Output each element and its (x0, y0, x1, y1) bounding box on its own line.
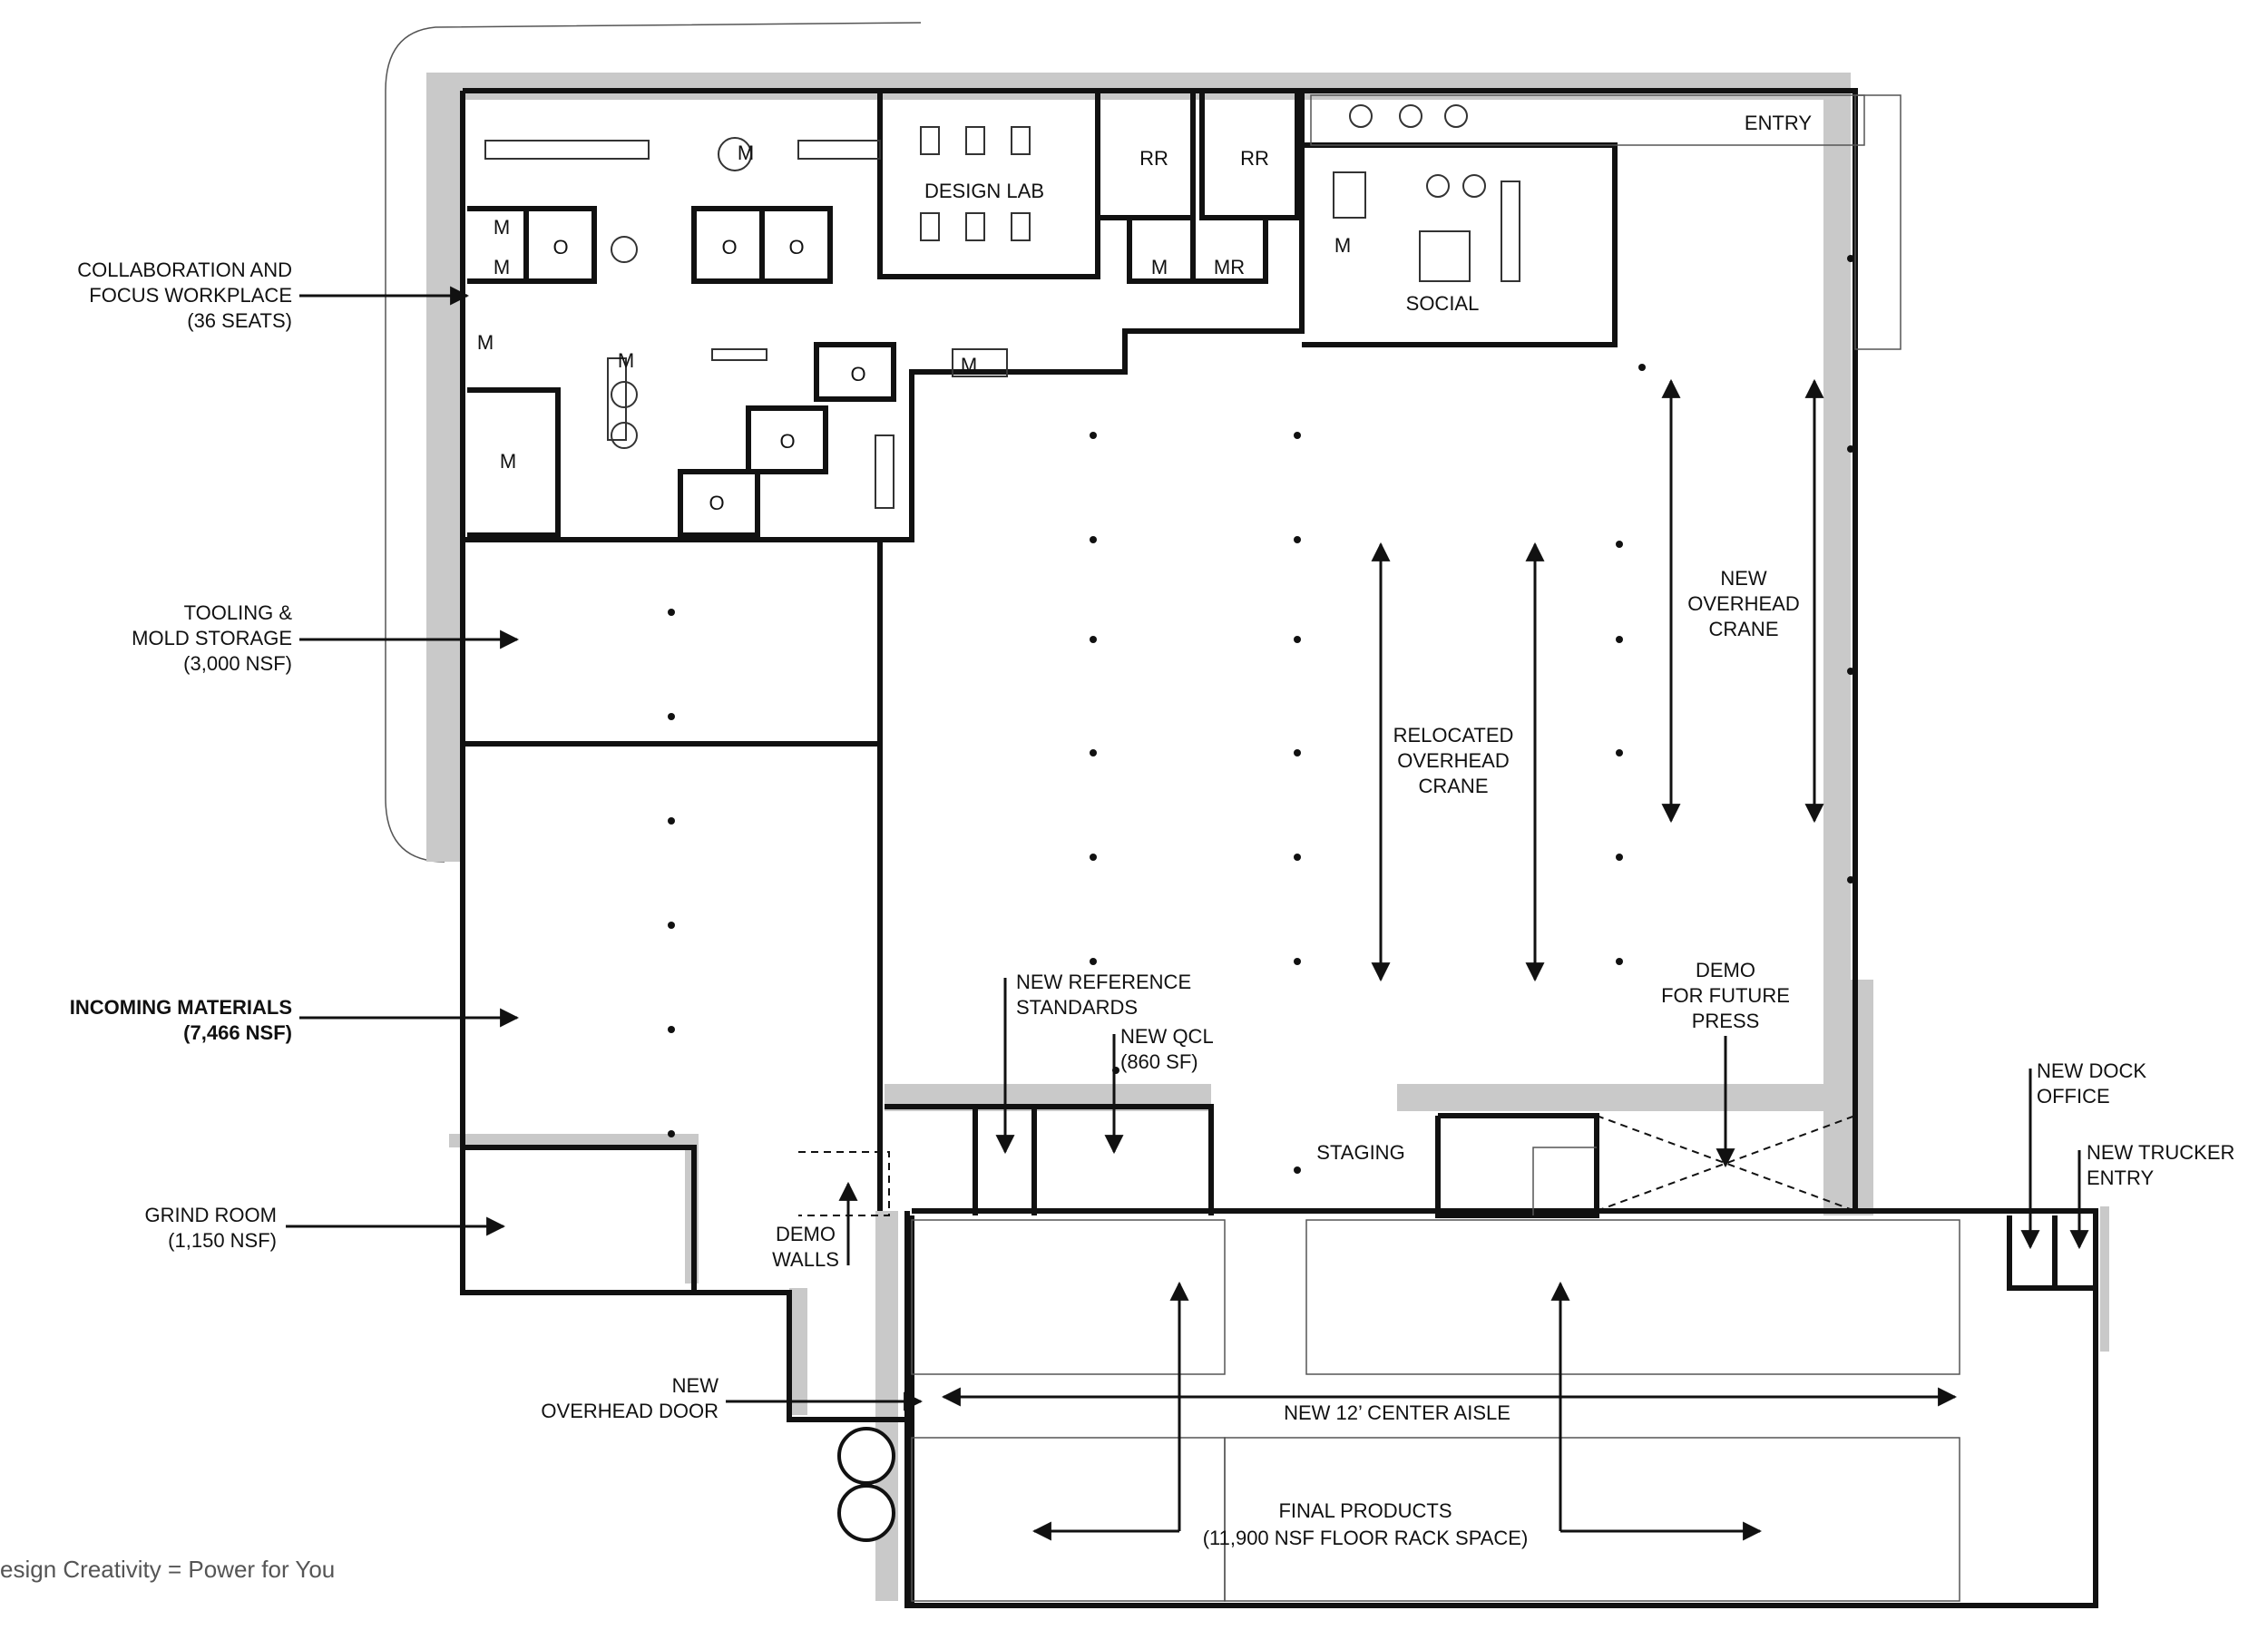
room-m-5: M (477, 331, 494, 354)
room-mr: MR (1214, 256, 1245, 278)
label-incoming-1: INCOMING MATERIALS (70, 996, 292, 1019)
furniture (484, 104, 1520, 509)
label-new-overhead-door-2: OVERHEAD DOOR (541, 1400, 719, 1422)
callout-labels: COLLABORATION AND FOCUS WORKPLACE (36 SE… (70, 259, 2235, 1549)
label-collab-2: FOCUS WORKPLACE (89, 284, 292, 307)
room-o-1: O (552, 236, 568, 259)
label-relocated-crane-2: OVERHEAD (1397, 749, 1509, 772)
label-demo-walls-1: DEMO (776, 1223, 836, 1245)
label-grind-1: GRIND ROOM (145, 1204, 277, 1226)
label-demo-walls-2: WALLS (772, 1248, 839, 1271)
room-entry: ENTRY (1745, 112, 1812, 134)
label-new-reference-2: STANDARDS (1016, 996, 1138, 1019)
label-incoming-2: (7,466 NSF) (183, 1021, 292, 1044)
room-labels: DESIGN LAB RR RR M MR M M O O O M M M M … (477, 112, 1813, 1164)
room-social: SOCIAL (1406, 292, 1480, 315)
label-collab-3: (36 SEATS) (187, 309, 292, 332)
label-dock-office-2: OFFICE (2037, 1085, 2110, 1108)
label-final-products-2: (11,900 NSF FLOOR RACK SPACE) (1203, 1527, 1529, 1549)
label-tooling-2: MOLD STORAGE (132, 627, 292, 649)
label-center-aisle: NEW 12’ CENTER AISLE (1284, 1401, 1510, 1424)
room-o-5: O (779, 430, 795, 453)
label-new-crane-3: CRANE (1708, 618, 1778, 640)
label-final-products-1: FINAL PRODUCTS (1278, 1499, 1452, 1522)
label-demo-press-2: FOR FUTURE (1661, 984, 1790, 1007)
room-o-4: O (850, 363, 865, 386)
label-relocated-crane-1: RELOCATED (1393, 724, 1514, 747)
label-demo-press-3: PRESS (1692, 1010, 1760, 1032)
label-trucker-entry-2: ENTRY (2087, 1166, 2154, 1189)
building-shadows (426, 73, 2109, 1601)
label-new-overhead-door-1: NEW (672, 1374, 719, 1397)
label-tooling-1: TOOLING & (184, 601, 293, 624)
room-m-2: M (494, 216, 510, 239)
room-m-8: M (961, 354, 977, 376)
label-new-crane-2: OVERHEAD (1687, 592, 1799, 615)
tagline: esign Creativity = Power for You (0, 1556, 336, 1583)
room-o-2: O (721, 236, 737, 259)
label-relocated-crane-3: CRANE (1418, 775, 1488, 797)
room-m-6: M (618, 349, 634, 372)
label-dock-office-1: NEW DOCK (2037, 1059, 2146, 1082)
rack-outlines (798, 94, 1960, 1602)
label-new-qcl-2: (860 SF) (1120, 1050, 1198, 1073)
label-new-qcl-1: NEW QCL (1120, 1025, 1214, 1048)
site-outline (385, 22, 922, 863)
room-rr-1: RR (1139, 147, 1168, 170)
label-new-crane-1: NEW (1720, 567, 1767, 590)
label-tooling-3: (3,000 NSF) (183, 652, 292, 675)
room-rr-2: RR (1240, 147, 1269, 170)
silos (837, 1427, 895, 1542)
room-m-1: M (1151, 256, 1168, 278)
room-design-lab: DESIGN LAB (924, 180, 1044, 202)
room-m-9: M (1334, 234, 1351, 257)
room-o-6: O (709, 492, 724, 514)
interior-walls (467, 91, 2096, 1291)
room-m-4: M (738, 142, 754, 164)
room-staging: STAGING (1316, 1141, 1404, 1164)
column-grid (668, 255, 1854, 1174)
room-m-3: M (494, 256, 510, 278)
label-collab-1: COLLABORATION AND (77, 259, 292, 281)
label-grind-2: (1,150 NSF) (168, 1229, 277, 1252)
label-demo-press-1: DEMO (1696, 959, 1755, 981)
label-new-reference-1: NEW REFERENCE (1016, 971, 1191, 993)
room-m-7: M (500, 450, 516, 473)
room-o-3: O (788, 236, 804, 259)
label-trucker-entry-1: NEW TRUCKER (2087, 1141, 2234, 1164)
